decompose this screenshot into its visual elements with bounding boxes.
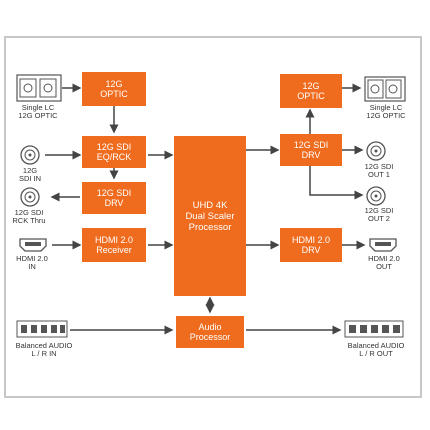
single-lc-out-label: Single LC 12G OPTIC	[356, 104, 416, 120]
audio-line2: Processor	[189, 332, 231, 342]
processor-line3: Processor	[188, 221, 232, 233]
hdmi-in-line2: IN	[28, 262, 36, 271]
rck-thru-bnc-icon	[20, 187, 40, 207]
hdmi-rx-line2: Receiver	[96, 245, 132, 255]
single-lc-in-line1: Single LC	[21, 103, 55, 112]
processor-line2: Dual Scaler	[185, 210, 235, 222]
processor-line1: UHD 4K	[192, 199, 228, 211]
sdi-out2-bnc-icon	[366, 186, 386, 206]
optic-in-line2: OPTIC	[100, 89, 128, 99]
optic-out-connector-icon	[364, 76, 406, 102]
hdmi-rx-line1: HDMI 2.0	[94, 235, 133, 245]
hdmi-in-connector-icon	[19, 238, 47, 252]
sdi-drv-right-block: 12G SDI DRV	[280, 134, 342, 166]
single-lc-in-label: Single LC 12G OPTIC	[8, 104, 68, 120]
rck-thru-line2: RCK Thru	[12, 216, 46, 225]
sdi-out1-label: 12G SDI OUT 1	[356, 163, 402, 179]
sdi-drv-left-line2: DRV	[104, 198, 124, 208]
wire-sdi-out2	[309, 166, 364, 200]
optic-out-line1: 12G	[302, 81, 320, 91]
audio-in-label: Balanced AUDIO L / R IN	[4, 342, 84, 358]
single-lc-out-line1: Single LC	[369, 103, 403, 112]
hdmi-receiver-block: HDMI 2.0 Receiver	[82, 228, 146, 262]
sdi-eq-block: 12G SDI EQ/RCK	[82, 136, 146, 168]
optic-out-line2: OPTIC	[297, 91, 325, 101]
sdi-drv-left-block: 12G SDI DRV	[82, 182, 146, 214]
optic-in-block: 12G OPTIC	[82, 72, 146, 106]
sdi-in-label: 12G SDI IN	[10, 167, 50, 183]
single-lc-in-line2: 12G OPTIC	[18, 111, 58, 120]
audio-out-line1: Balanced AUDIO	[347, 341, 405, 350]
sdi-out1-line2: OUT 1	[368, 170, 390, 179]
audio-out-terminal-icon	[344, 320, 404, 338]
sdi-drv-left-line1: 12G SDI	[96, 188, 132, 198]
audio-in-terminal-icon	[16, 320, 68, 338]
sdi-drv-right-line2: DRV	[301, 150, 321, 160]
hdmi-out-label: HDMI 2.0 OUT	[360, 255, 408, 271]
sdi-in-line1: 12G	[22, 166, 38, 175]
hdmi-out-line2: OUT	[376, 262, 392, 271]
optic-out-block: 12G OPTIC	[280, 74, 342, 108]
hdmi-in-label: HDMI 2.0 IN	[8, 255, 56, 271]
hdmi-out-connector-icon	[369, 238, 397, 252]
sdi-eq-line1: 12G SDI	[96, 142, 132, 152]
audio-line1: Audio	[198, 322, 222, 332]
hdmi-out-line1: HDMI 2.0	[368, 254, 400, 263]
sdi-out2-line2: OUT 2	[368, 214, 390, 223]
hdmi-drv-block: HDMI 2.0 DRV	[280, 228, 342, 262]
sdi-out1-line1: 12G SDI	[364, 162, 394, 171]
audio-processor-block: Audio Processor	[176, 316, 244, 348]
sdi-out1-bnc-icon	[366, 141, 386, 161]
hdmi-drv-line2: DRV	[301, 245, 321, 255]
sdi-drv-right-line1: 12G SDI	[293, 140, 329, 150]
rck-thru-label: 12G SDI RCK Thru	[6, 209, 52, 225]
audio-in-line2: L / R IN	[31, 349, 57, 358]
audio-in-line1: Balanced AUDIO	[15, 341, 73, 350]
rck-thru-line1: 12G SDI	[14, 208, 44, 217]
audio-out-label: Balanced AUDIO L / R OUT	[336, 342, 416, 358]
optic-in-line1: 12G	[105, 79, 123, 89]
sdi-out2-label: 12G SDI OUT 2	[356, 207, 402, 223]
sdi-in-line2: SDI IN	[18, 174, 42, 183]
single-lc-out-line2: 12G OPTIC	[366, 111, 406, 120]
hdmi-in-line1: HDMI 2.0	[16, 254, 48, 263]
uhd-processor-block: UHD 4K Dual Scaler Processor	[174, 136, 246, 296]
sdi-out2-line1: 12G SDI	[364, 206, 394, 215]
hdmi-drv-line1: HDMI 2.0	[291, 235, 330, 245]
audio-out-line2: L / R OUT	[359, 349, 393, 358]
sdi-in-bnc-icon	[20, 145, 40, 165]
sdi-eq-line2: EQ/RCK	[96, 152, 132, 162]
optic-in-connector-icon	[16, 74, 62, 102]
